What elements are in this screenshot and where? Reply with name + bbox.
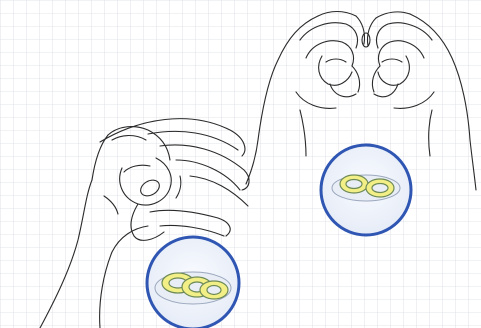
eye-rings-inset-icon <box>321 145 411 235</box>
eye-rings-inset-icon <box>147 237 239 328</box>
